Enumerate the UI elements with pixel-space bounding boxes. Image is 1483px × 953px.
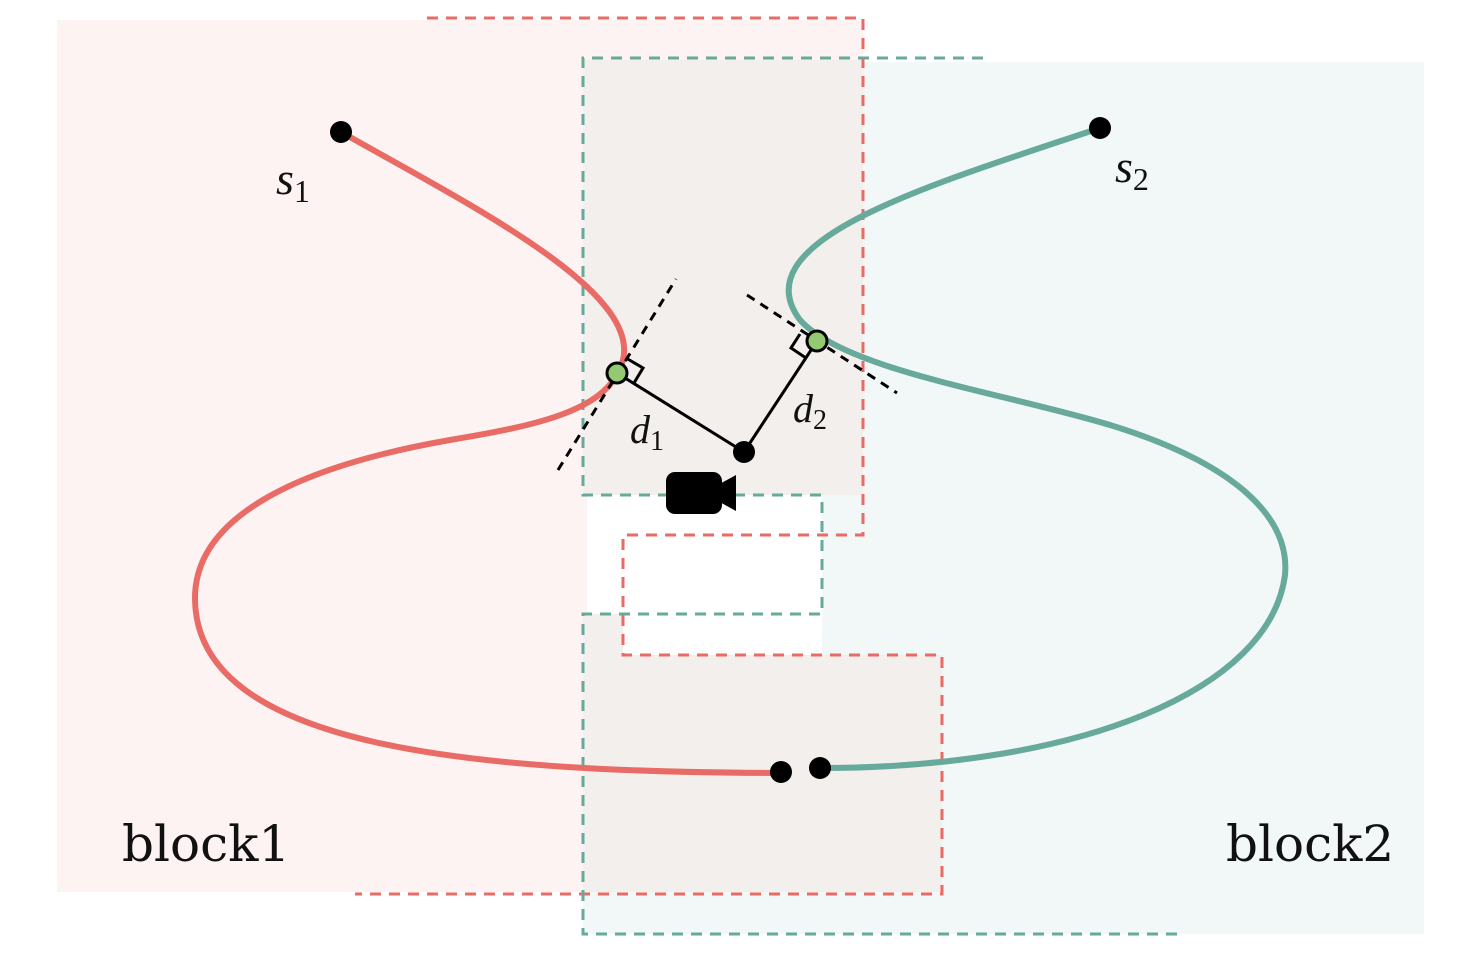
label-d1: d1	[630, 407, 664, 457]
end-point-curve-2	[809, 757, 831, 779]
end-point-curve-1	[770, 761, 792, 783]
camera-position-point	[733, 441, 755, 463]
label-d2: d2	[793, 386, 827, 436]
path-curve-2	[785, 125, 1289, 771]
distance-line-d2	[742, 340, 819, 453]
label-block2: block2	[1226, 815, 1394, 873]
label-s1-base: s	[276, 153, 294, 204]
overlap-region-top	[583, 60, 863, 495]
label-d1-base: d	[630, 407, 651, 452]
block2-region	[583, 62, 1424, 934]
tangent-line-2	[746, 293, 898, 395]
label-s2: s2	[1115, 141, 1149, 197]
path-curve-1	[191, 129, 783, 776]
right-angle-marker-1	[625, 356, 646, 384]
block1-region	[57, 20, 587, 892]
label-d1-sub: 1	[650, 426, 664, 457]
label-s1-sub: 1	[294, 173, 310, 209]
label-s2-sub: 2	[1133, 161, 1149, 197]
label-s1: s1	[276, 153, 310, 209]
closest-point-curve-2	[805, 329, 829, 353]
block1-dashed-boundary	[355, 16, 944, 896]
block2-dashed-boundary	[581, 56, 1183, 936]
label-d2-base: d	[793, 386, 814, 431]
start-point-s2	[1089, 117, 1111, 139]
start-point-s1	[330, 121, 352, 143]
overlap-region-bottom	[583, 614, 942, 892]
video-camera-icon	[666, 472, 736, 514]
closest-point-curve-1	[605, 361, 629, 385]
label-s2-base: s	[1115, 141, 1133, 192]
distance-line-d1	[616, 371, 745, 454]
empty-gap	[623, 535, 822, 614]
label-block1: block1	[122, 815, 290, 873]
label-d2-sub: 2	[813, 405, 827, 436]
right-angle-marker-2	[788, 333, 807, 360]
block1-region-extension	[587, 20, 863, 60]
